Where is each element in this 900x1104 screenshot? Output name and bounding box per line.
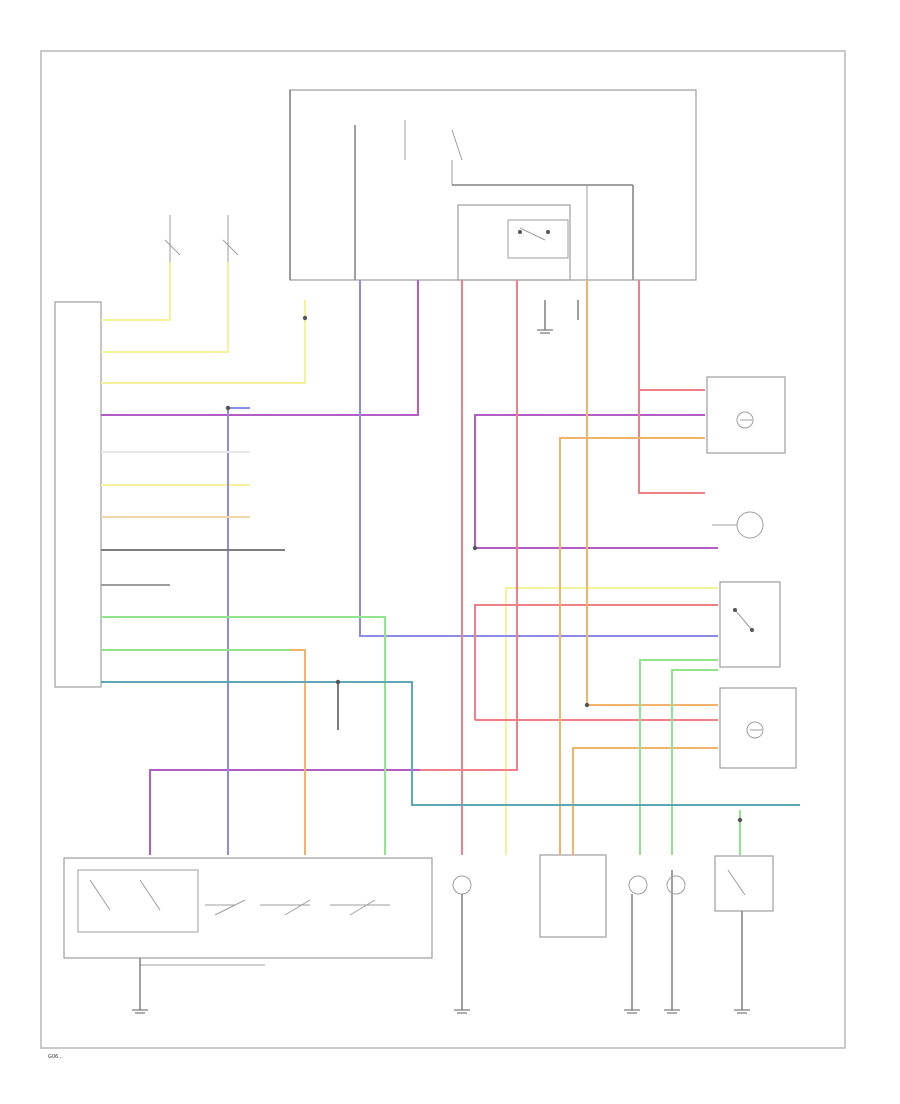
wire-yellow [101, 262, 718, 855]
fuse-block [289, 89, 697, 281]
wire-orange [101, 280, 718, 855]
steering-switches [164, 215, 239, 265]
dimmer-switch [719, 581, 781, 668]
wire-gray [101, 451, 339, 730]
bottom-switch-5 [714, 855, 774, 1010]
high-beam-indicator [712, 511, 764, 539]
bottom-lamp-1 [452, 875, 472, 1010]
relay-ground [537, 300, 579, 334]
wire-blue [227, 280, 718, 855]
bottom-grounds [132, 1009, 750, 1014]
bottom-module-2 [539, 854, 607, 938]
bottom-switch-4 [666, 870, 686, 1010]
wire-violet [101, 280, 718, 855]
module-connector [54, 301, 102, 688]
right-headlight [706, 376, 786, 454]
wire-teal [101, 681, 800, 806]
wire-pink [420, 280, 718, 855]
bottom-lamp-3 [628, 875, 648, 1010]
wire-green [101, 616, 741, 855]
left-headlight [719, 687, 797, 769]
relay-box [457, 204, 571, 281]
diagram-frame [40, 50, 846, 1049]
headlight-relay-module [63, 857, 433, 1010]
splice-points [225, 315, 743, 823]
footer-code: G06... [48, 1054, 63, 1060]
